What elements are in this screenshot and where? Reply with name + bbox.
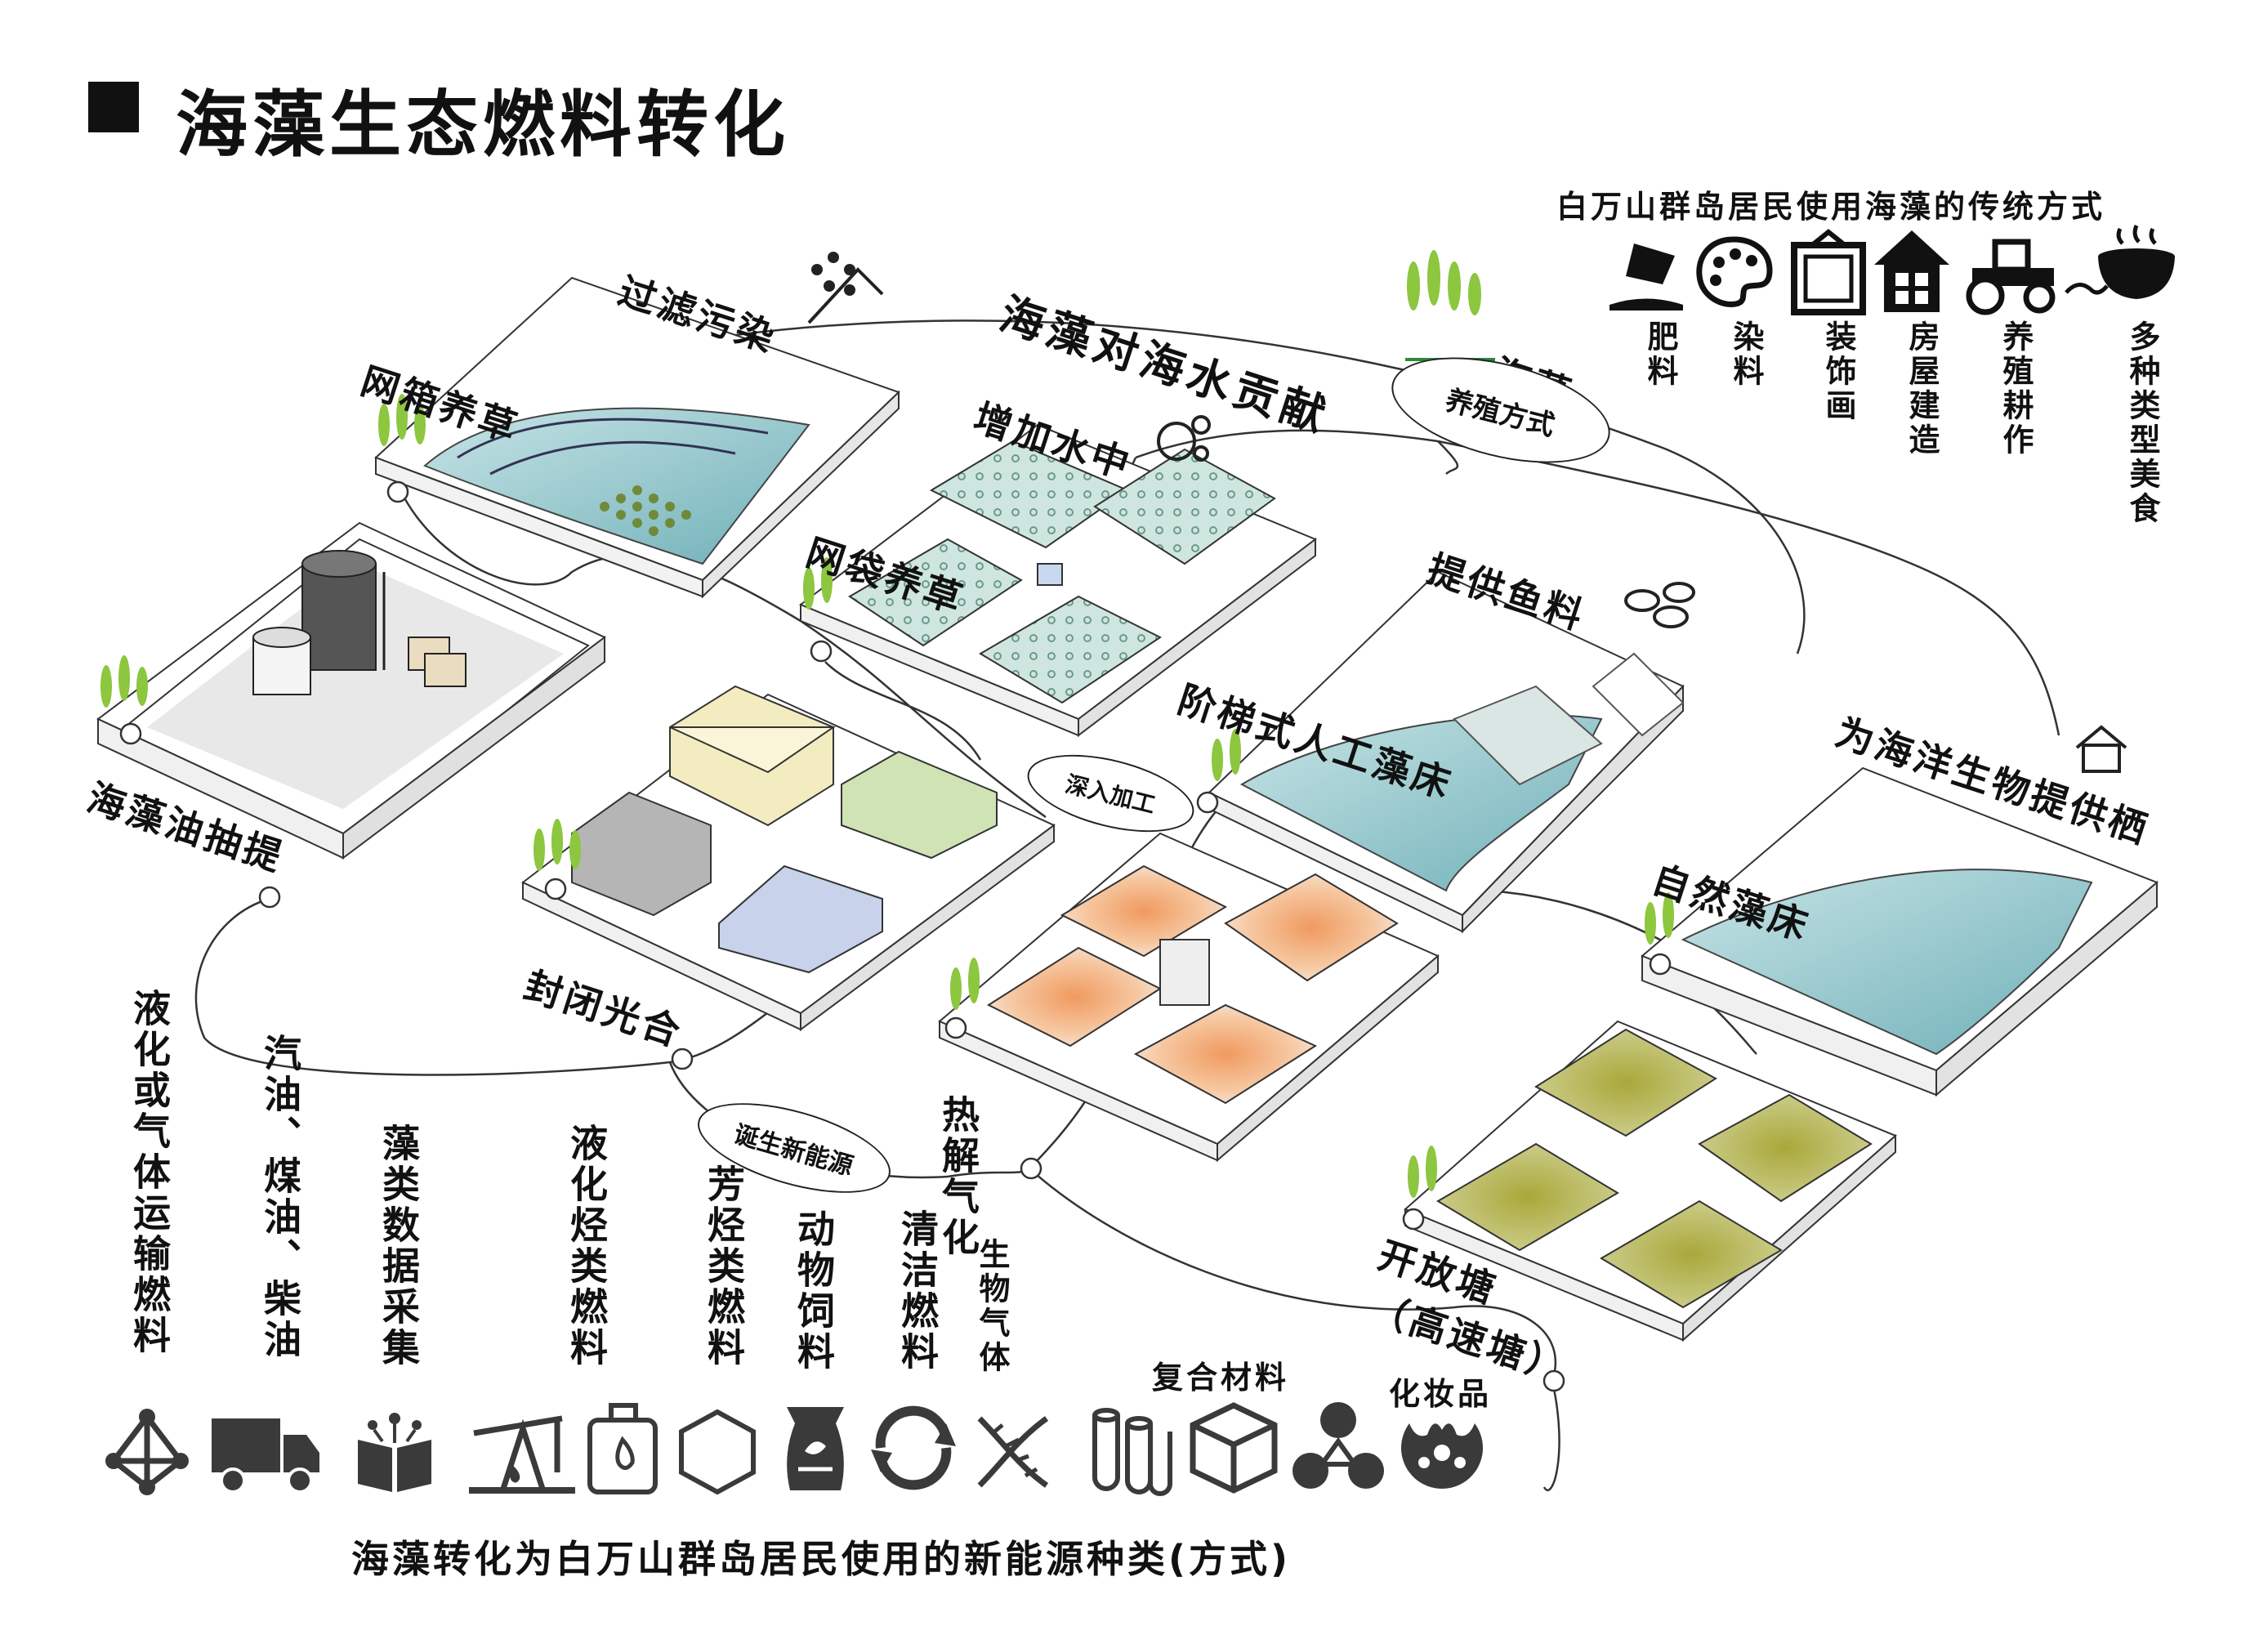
block-terrace <box>1208 570 1685 934</box>
picture-frame-icon <box>1791 229 1866 315</box>
tractor-icon <box>1966 239 2056 315</box>
product-label-3: 藻类数据采集 <box>377 1123 421 1369</box>
product-label-8: 生物气体 <box>974 1238 1010 1375</box>
feed-bag-icon <box>787 1407 844 1490</box>
habitat-house-icon <box>2075 725 2127 773</box>
data-book-icon <box>358 1413 431 1492</box>
page-title: 海藻生态燃料转化 <box>176 83 791 167</box>
cube-icon <box>1190 1402 1278 1494</box>
seaweed-arrow-icon <box>2065 283 2109 295</box>
product-label-7: 清洁燃料 <box>895 1209 940 1373</box>
tubes-icon <box>1092 1408 1172 1496</box>
traditional-label-4: 房屋建造 <box>1904 320 1940 458</box>
traditional-label-3: 装饰画 <box>1820 320 1856 423</box>
block-open-pond <box>1404 1020 1897 1342</box>
filter-dots-icon <box>807 252 884 324</box>
recycle-icon <box>871 1405 956 1490</box>
traditional-heading: 白万山群岛居民使用海藻的传统方式 <box>1556 189 2106 225</box>
block-cage <box>374 276 900 599</box>
traditional-label-6: 多种类型美食 <box>2124 320 2160 526</box>
fish-food-icon <box>1624 582 1695 628</box>
cosmetics-icon <box>1401 1423 1483 1489</box>
product-label-10: 化妆品 <box>1389 1376 1493 1412</box>
truck-icon <box>212 1418 319 1494</box>
traditional-label-2: 染料 <box>1728 320 1764 389</box>
link-nodes-icon <box>1292 1402 1384 1489</box>
dna-icon <box>977 1416 1049 1488</box>
product-label-9: 复合材料 <box>1152 1360 1290 1396</box>
block-pyrolysis <box>938 832 1440 1163</box>
fuel-canister-icon <box>587 1403 658 1494</box>
molecule-network-icon <box>105 1409 189 1495</box>
hexagon-icon <box>679 1409 756 1495</box>
product-label-1: 液化或气体运输燃料 <box>127 989 172 1356</box>
product-label-5: 芳烃类燃料 <box>702 1164 746 1369</box>
house-icon <box>1874 230 1949 312</box>
product-label-6: 动物饲料 <box>792 1209 836 1373</box>
food-bowl-icon <box>2098 225 2175 299</box>
product-label-2: 汽油、煤油、柴油 <box>258 1034 302 1360</box>
block-oil-extraction <box>96 521 606 860</box>
seaweed-sprigs <box>100 250 1674 1198</box>
traditional-label-1: 肥料 <box>1642 320 1678 389</box>
footer-caption: 海藻转化为白万山群岛居民使用的新能源种类(方式) <box>351 1537 1292 1581</box>
title-square-icon <box>88 82 139 132</box>
block-photosynthesis <box>521 685 1056 1031</box>
palette-icon <box>1696 236 1773 307</box>
oxygen-icon <box>1157 415 1211 462</box>
fertilizer-icon <box>1609 243 1683 310</box>
oil-pump-icon <box>469 1415 575 1494</box>
product-label-4: 液化烃类燃料 <box>565 1123 609 1369</box>
block-natural <box>1641 766 2159 1097</box>
connector-nodes <box>119 480 1672 1392</box>
block-net-bag <box>799 423 1317 738</box>
traditional-label-5: 养殖耕作 <box>1998 320 2034 458</box>
pyrolysis-label: 热解气化 <box>936 1095 980 1258</box>
